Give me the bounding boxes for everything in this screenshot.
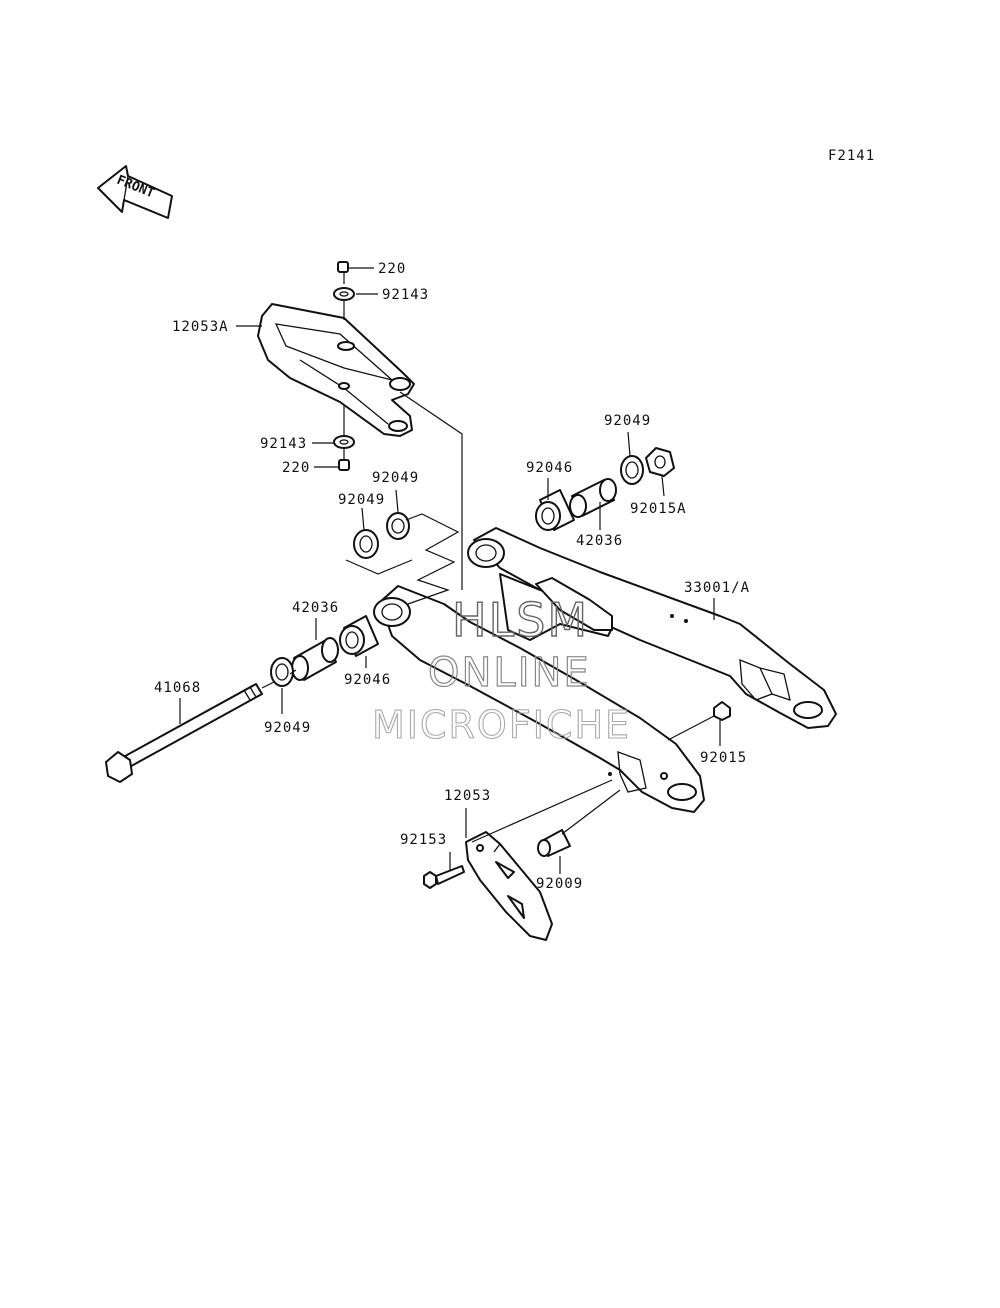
callout-92046-right: 92046 xyxy=(526,460,573,476)
callout-92015A: 92015A xyxy=(630,501,687,517)
callout-12053A: 12053A xyxy=(172,319,229,335)
seal-92049-upper-a xyxy=(353,529,379,559)
sleeve-42036-left xyxy=(291,637,339,681)
watermark-line2: ONLINE xyxy=(428,650,591,696)
washer-92143-top xyxy=(333,287,355,301)
bolt-220-top xyxy=(337,261,349,273)
callout-12053: 12053 xyxy=(444,788,491,804)
callout-92046-left: 92046 xyxy=(344,672,391,688)
callout-220-top: 220 xyxy=(378,261,406,277)
swingarm-33001A xyxy=(373,527,837,813)
callout-42036-right: 42036 xyxy=(576,533,623,549)
leader-lines xyxy=(179,267,721,874)
bolt-220-bottom xyxy=(338,459,350,471)
callout-92153: 92153 xyxy=(400,832,447,848)
seal-92049-left xyxy=(270,657,294,687)
sleeve-42036-right xyxy=(569,478,617,518)
front-arrow-icon: FRONT xyxy=(97,165,173,219)
callout-92049-right: 92049 xyxy=(604,413,651,429)
callout-220-bottom: 220 xyxy=(282,460,310,476)
nut-92015A xyxy=(645,447,675,477)
watermark-line1: HLSM xyxy=(452,593,589,647)
callout-labels: 220 92143 12053A 92143 220 92049 92049 9… xyxy=(154,261,750,892)
callout-92015: 92015 xyxy=(700,750,747,766)
seal-92049-right xyxy=(620,455,644,485)
callout-41068: 41068 xyxy=(154,680,201,696)
chain-slider-12053 xyxy=(465,831,553,941)
callout-92049-upper-left: 92049 xyxy=(338,492,385,508)
pivot-shaft-41068 xyxy=(105,683,263,783)
chain-guide-12053A xyxy=(257,303,415,437)
bolt-92153 xyxy=(423,865,465,889)
seal-92049-upper-b xyxy=(386,512,410,540)
callout-92049-bottom-left: 92049 xyxy=(264,720,311,736)
callout-92143-top: 92143 xyxy=(382,287,429,303)
collar-92009 xyxy=(537,829,571,857)
callout-92009: 92009 xyxy=(536,876,583,892)
callout-92143-bottom: 92143 xyxy=(260,436,307,452)
callout-33001A: 33001/A xyxy=(684,580,750,596)
watermark-line3: MICROFICHE xyxy=(372,703,631,747)
watermark: HLSM ONLINE MICROFICHE xyxy=(371,592,631,747)
needle-bearing-92046-left xyxy=(339,615,379,657)
needle-bearing-92046-right xyxy=(535,489,575,531)
figure-code: F2141 xyxy=(828,148,875,164)
nut-92015 xyxy=(713,701,731,721)
washer-92143-bottom xyxy=(333,435,355,449)
callout-92049-upper: 92049 xyxy=(372,470,419,486)
callout-42036-left: 42036 xyxy=(292,600,339,616)
